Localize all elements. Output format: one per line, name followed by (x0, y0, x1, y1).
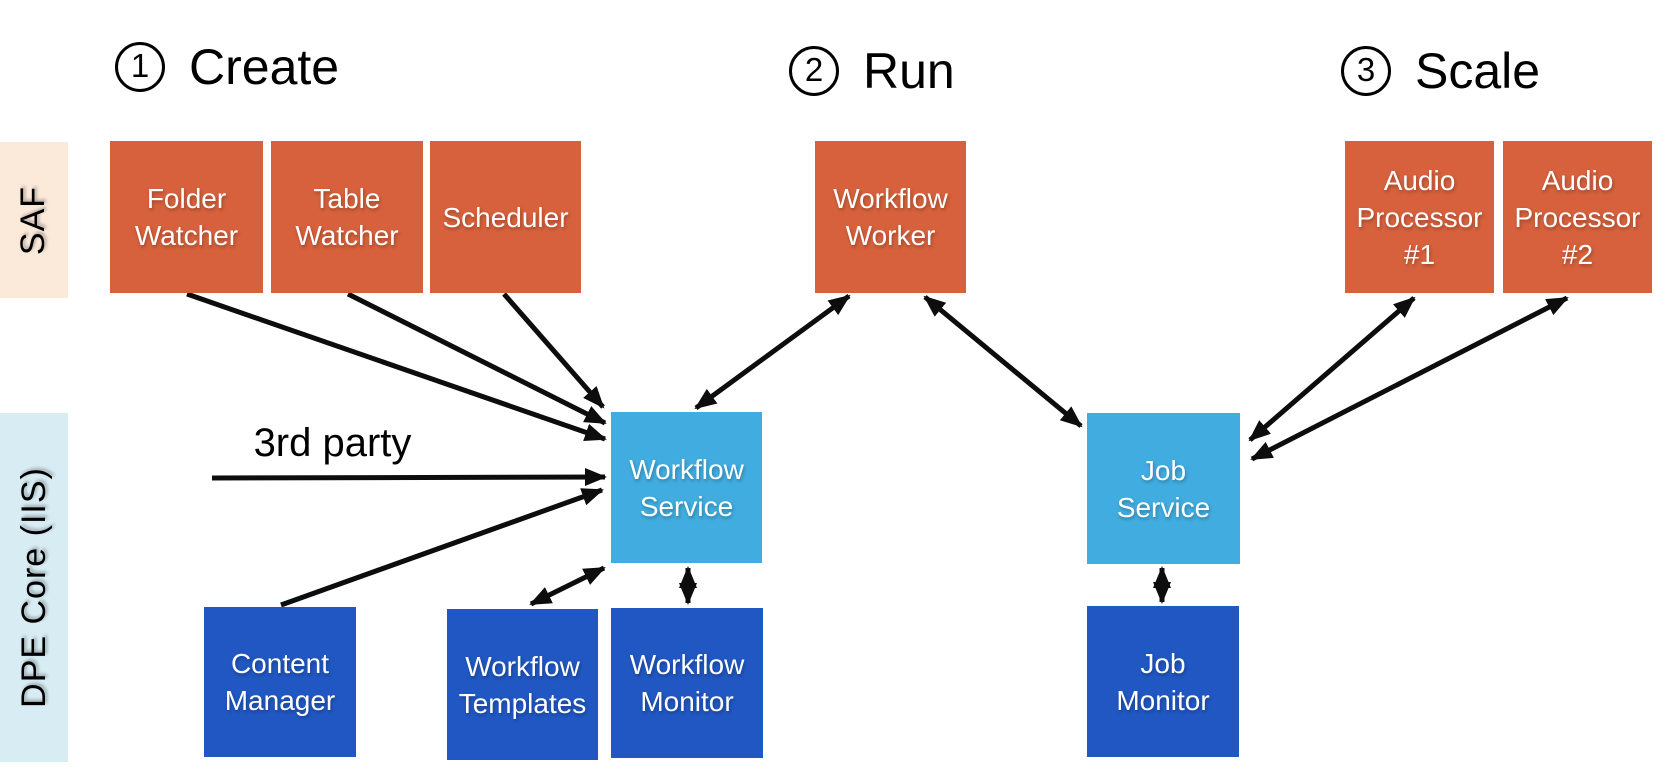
node-content-manager: Content Manager (204, 607, 356, 757)
third-party-label: 3rd party (253, 421, 412, 465)
node-workflow-monitor: Workflow Monitor (611, 608, 763, 758)
phase-heading-run: 2 Run (789, 46, 955, 96)
node-workflow-worker: Workflow Worker (815, 141, 966, 293)
node-table-watcher: Table Watcher (271, 141, 423, 293)
arrow-job-service-audio-processor-2 (1250, 295, 1569, 462)
circled-number-3-icon: 3 (1341, 46, 1391, 96)
lane-saf-label: SAF (14, 185, 53, 255)
lane-saf: SAF (0, 142, 68, 298)
node-folder-watcher: Folder Watcher (110, 141, 263, 293)
node-audio-processor-1: Audio Processor #1 (1345, 141, 1494, 293)
arrow-content-manager-to-workflow-service (280, 487, 604, 608)
node-audio-processor-2: Audio Processor #2 (1503, 141, 1652, 293)
arrow-workflow-worker-job-service (923, 295, 1083, 428)
arrow-table-watcher-to-workflow-service (346, 291, 607, 426)
lane-dpe-label: DPE Core (IIS) (14, 467, 53, 708)
node-workflow-templates: Workflow Templates (447, 609, 598, 760)
arrow-third-party-to-workflow-service (211, 468, 607, 487)
node-job-service: Job Service (1087, 413, 1240, 564)
phase-label: Run (863, 43, 955, 99)
node-scheduler: Scheduler (430, 141, 581, 293)
arrow-workflow-service-workflow-templates (529, 565, 606, 607)
lane-dpe-core-iis: DPE Core (IIS) (0, 413, 68, 762)
arrow-job-service-audio-processor-1 (1248, 296, 1416, 442)
phase-label: Scale (1415, 43, 1541, 99)
node-job-monitor: Job Monitor (1087, 606, 1239, 757)
node-workflow-service: Workflow Service (611, 412, 762, 563)
phase-label: Create (189, 39, 340, 95)
phase-heading-create: 1 Create (115, 42, 339, 92)
arrow-scheduler-to-workflow-service (502, 292, 605, 409)
arrow-folder-watcher-to-workflow-service (186, 291, 607, 442)
circled-number-1-icon: 1 (115, 42, 165, 92)
phase-heading-scale: 3 Scale (1341, 46, 1540, 96)
arrow-workflow-service-workflow-worker (694, 293, 851, 411)
circled-number-2-icon: 2 (789, 46, 839, 96)
